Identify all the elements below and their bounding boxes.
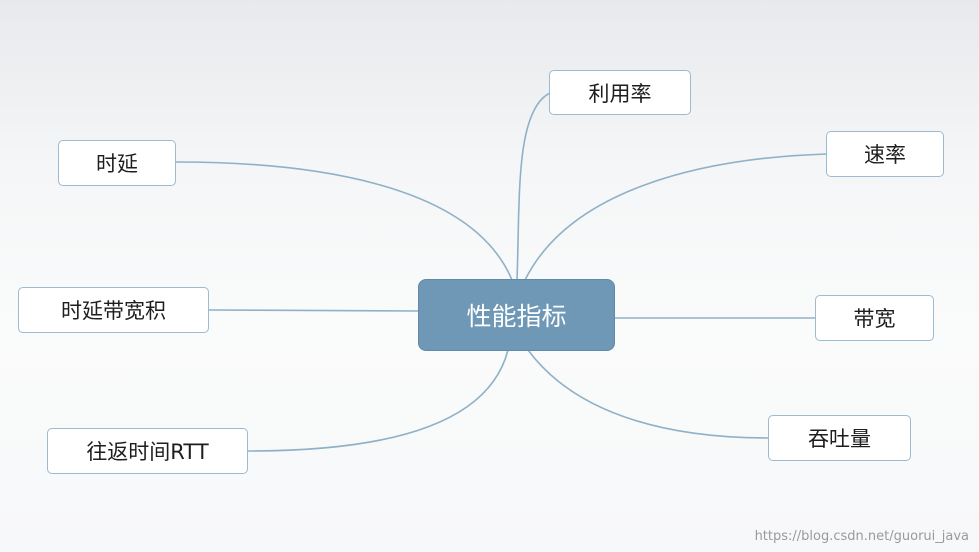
watermark-url: https://blog.csdn.net/guorui_java — [754, 529, 969, 544]
link-rtt — [247, 349, 509, 452]
node-bandwidth: 带宽 — [815, 295, 934, 341]
node-rate: 速率 — [826, 131, 944, 177]
node-delay-bandwidth-product: 时延带宽积 — [18, 287, 209, 333]
link-delay-bandwidth-product — [208, 309, 419, 312]
link-rate — [524, 153, 828, 281]
link-utilization — [516, 92, 551, 281]
link-throughput — [527, 349, 770, 439]
node-throughput: 吞吐量 — [768, 415, 911, 461]
node-utilization: 利用率 — [549, 70, 691, 115]
link-delay — [175, 161, 513, 281]
node-delay: 时延 — [58, 140, 176, 186]
node-rtt: 往返时间RTT — [47, 428, 248, 474]
center-node-performance-metrics: 性能指标 — [418, 279, 615, 351]
